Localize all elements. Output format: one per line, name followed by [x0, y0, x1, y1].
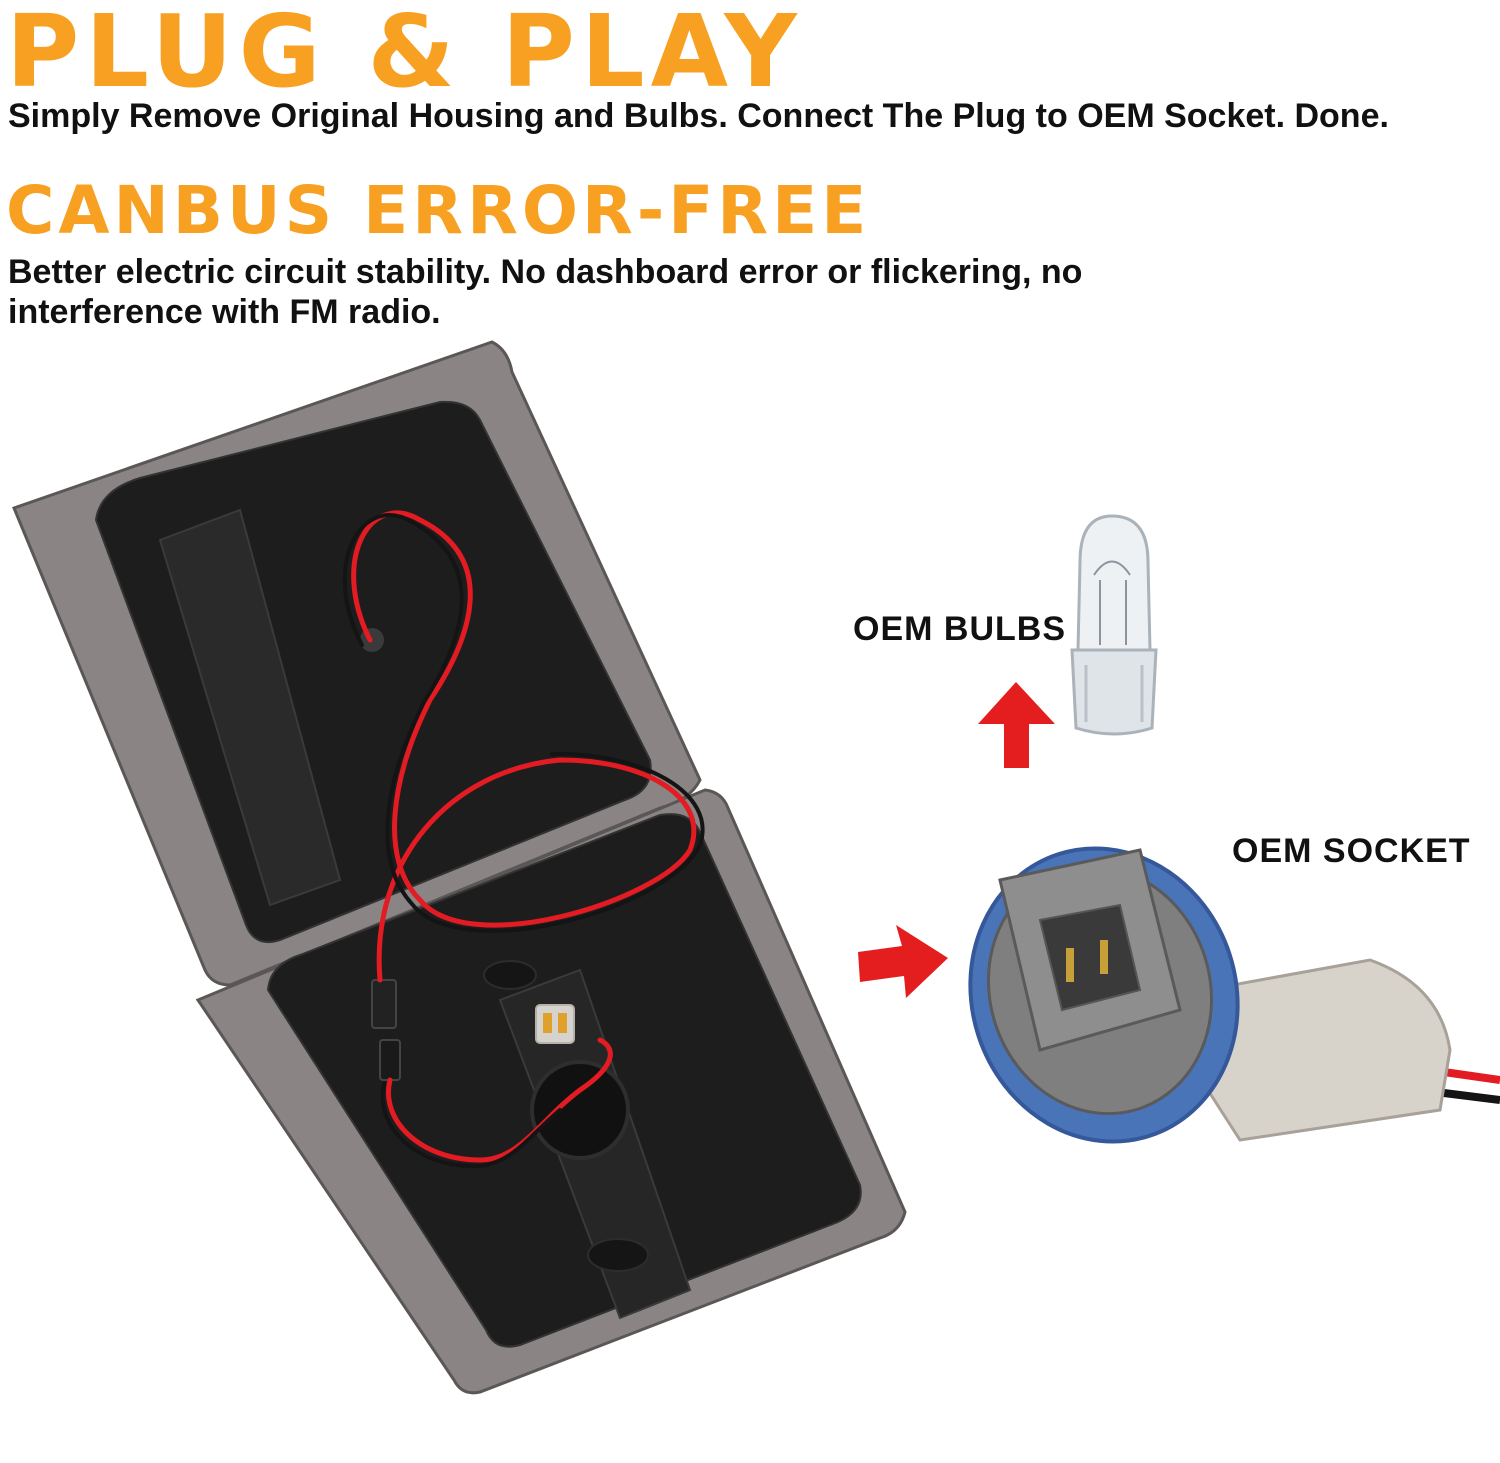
red-arrows — [858, 682, 1055, 998]
wire-harness — [342, 510, 705, 1169]
headline-canbus: CANBUS ERROR-FREE — [6, 172, 871, 249]
lower-stud-top — [483, 960, 537, 990]
arrow-up-icon — [978, 682, 1055, 768]
label-oem-socket: OEM SOCKET — [1232, 832, 1471, 870]
label-oem-bulbs: OEM BULBS — [853, 610, 1066, 648]
wire-connector — [371, 979, 397, 1029]
subtitle-plug-and-play: Simply Remove Original Housing and Bulbs… — [8, 97, 1389, 135]
lower-stud-bottom — [587, 1238, 649, 1272]
led-bulb — [535, 1004, 575, 1044]
oem-socket-illustration — [968, 846, 1500, 1144]
upper-plate — [158, 508, 342, 907]
oem-bulb-illustration — [1070, 514, 1158, 736]
subtitle-canbus: Better electric circuit stability. No da… — [8, 253, 1083, 331]
lower-socket-mount — [530, 1060, 630, 1160]
arrow-right-icon — [858, 925, 948, 998]
headline-plug-and-play: PLUG & PLAY — [6, 0, 803, 110]
lower-lamp-housing — [195, 788, 907, 1395]
